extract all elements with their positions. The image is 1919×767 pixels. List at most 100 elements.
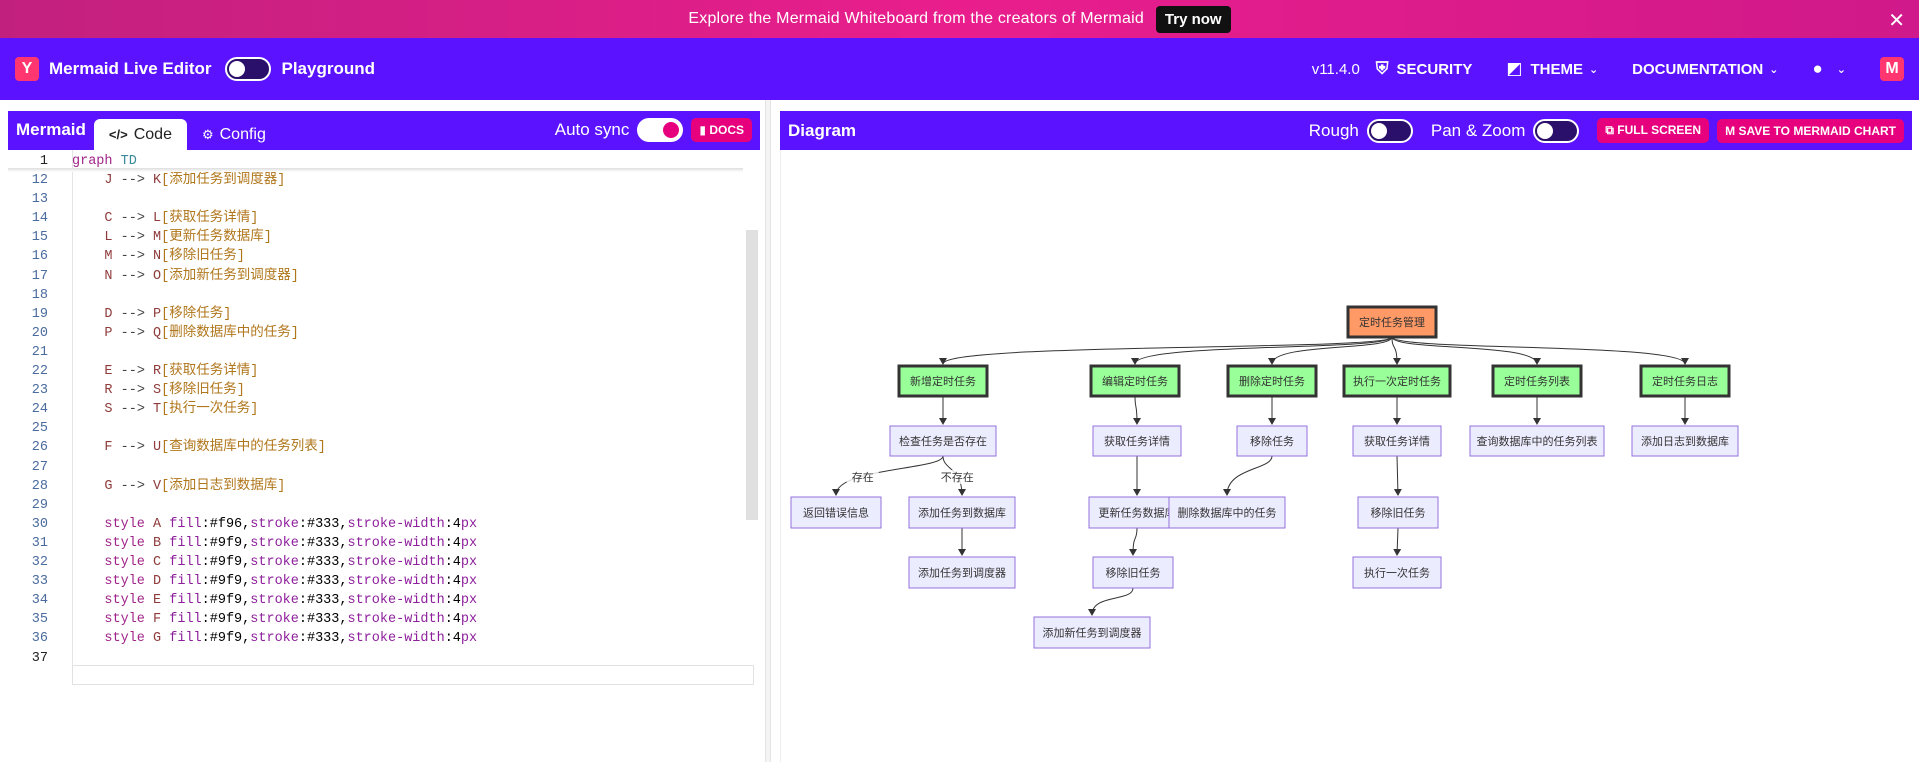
node-H-box [889,425,997,457]
code-line[interactable]: 30 style A fill:#f96,stroke:#333,stroke-… [8,515,743,534]
promo-banner: Explore the Mermaid Whiteboard from the … [0,0,1919,38]
docs-button[interactable]: ▮ DOCS [691,118,752,142]
code-line[interactable]: 13 [8,190,743,209]
code-line[interactable]: 22 E --> R[获取任务详情] [8,362,743,381]
save-to-mermaid-chart-button[interactable]: M SAVE TO MERMAID CHART [1717,118,1904,143]
pane-splitter[interactable] [765,100,771,762]
code-text: style F fill:#9f9,stroke:#333,stroke-wid… [104,612,478,628]
code-line[interactable]: 24 S --> T[执行一次任务] [8,400,743,419]
edge-H-I [832,455,944,496]
code-text: J --> K[添加任务到调度器] [104,173,286,188]
playground-toggle[interactable] [225,57,272,81]
line-number: 32 [31,555,48,570]
edge-label: 存在 [852,470,874,484]
save-label: SAVE TO MERMAID CHART [1738,123,1896,138]
code-line[interactable]: 29 [8,496,743,515]
code-line[interactable]: 37 [8,649,743,668]
code-text: N --> O[添加新任务到调度器] [104,268,299,284]
code-line[interactable]: 28 G --> V[添加日志到数据库] [8,477,743,496]
version-label: v11.4.0 [1311,60,1360,78]
code-line[interactable]: 23 R --> S[移除旧任务] [8,381,743,400]
chevron-down-icon: ⌄ [1769,63,1779,76]
code-line[interactable]: 33 style D fill:#9f9,stroke:#333,stroke-… [8,572,743,591]
code-line[interactable]: 20 P --> Q[删除数据库中的任务] [8,324,743,343]
code-line[interactable]: 35 style F fill:#9f9,stroke:#333,stroke-… [8,610,743,629]
node-L-box [1092,425,1182,457]
mermaid-chart-icon[interactable]: M [1880,57,1904,81]
flowchart-svg: 存在不存在定时任务管理新增定时任务编辑定时任务删除定时任务执行一次定时任务定时任… [790,305,1739,649]
edge-A-F [1391,336,1541,365]
line-number: 27 [31,459,48,475]
close-icon[interactable]: ✕ [1888,10,1905,32]
code-line[interactable]: 12 J --> K[添加任务到调度器] [8,171,743,190]
node-D-box [1226,364,1318,398]
code-line[interactable]: 21 [8,343,743,362]
autosync-toggle[interactable] [637,118,684,142]
rough-label: Rough [1308,120,1359,140]
line-number: 16 [31,249,48,265]
fullscreen-button[interactable]: ⧉ FULL SCREEN [1597,118,1710,143]
diagram-canvas[interactable]: 存在不存在定时任务管理新增定时任务编辑定时任务删除定时任务执行一次定时任务定时任… [780,150,1912,762]
app-title[interactable]: Mermaid Live Editor [49,59,212,78]
node-T-box [1352,556,1442,589]
code-line[interactable]: 31 style B fill:#9f9,stroke:#333,stroke-… [8,534,743,553]
line-number: 31 [31,535,48,551]
github-menu[interactable]: ● ⌄ [1813,59,1847,79]
edge-label-bg [941,470,974,484]
try-now-button[interactable]: Try now [1155,5,1231,33]
code-line[interactable]: 19 D --> P[移除任务] [8,305,743,324]
line-number: 28 [31,478,48,494]
top-nav: Y Mermaid Live Editor Playground v11.4.0… [0,38,1919,100]
node-U-label: 查询数据库中的任务列表 [1477,434,1598,448]
code-line[interactable]: 32 style C fill:#9f9,stroke:#333,stroke-… [8,553,743,572]
mermaid-chart-icon: M [1725,123,1739,138]
chevron-down-icon: ⌄ [1836,63,1846,76]
mermaid-logo-icon[interactable]: Y [15,57,39,81]
edge-A-G [1391,336,1689,365]
code-line[interactable]: 14 C --> L[获取任务详情] [8,209,743,228]
shield-icon: ⛨ [1375,59,1389,78]
code-text: R --> S[移除旧任务] [104,383,245,399]
code-line[interactable]: 25 [8,419,743,438]
code-line[interactable]: 36 style G fill:#9f9,stroke:#333,stroke-… [8,629,743,648]
documentation-menu[interactable]: DOCUMENTATION ⌄ [1632,61,1778,78]
code-line[interactable]: 18 [8,286,743,305]
code-text: E --> R[获取任务详情] [104,364,259,379]
code-line[interactable]: 34 style E fill:#9f9,stroke:#333,stroke-… [8,591,743,610]
tab-config[interactable]: ⚙ Config [187,119,281,150]
node-E-label: 执行一次定时任务 [1353,374,1441,388]
editor-scrollbar[interactable] [746,230,758,520]
github-icon: ● [1812,59,1823,78]
node-S-box [1357,496,1439,529]
code-line[interactable]: 27 [8,458,743,477]
code-text: style D fill:#9f9,stroke:#333,stroke-wid… [104,574,478,590]
tab-code[interactable]: </> Code [93,119,187,150]
code-line[interactable]: 17 N --> O[添加新任务到调度器] [8,267,743,286]
line-number: 26 [31,440,48,456]
line-number: 1 [39,154,48,169]
node-N-box [1092,556,1174,589]
code-text: style C fill:#9f9,stroke:#333,stroke-wid… [104,555,478,570]
node-H-label: 检查任务是否存在 [899,434,987,448]
autosync-label: Auto sync [554,120,630,139]
node-C-label: 编辑定时任务 [1102,374,1168,388]
node-Q-label: 删除数据库中的任务 [1178,506,1277,520]
security-link[interactable]: ⛨ SECURITY [1376,59,1473,79]
line-number: 22 [31,364,48,379]
code-text: style E fill:#9f9,stroke:#333,stroke-wid… [104,593,478,609]
node-N-label: 移除旧任务 [1106,566,1161,580]
code-text: M --> N[移除旧任务] [104,249,245,265]
panzoom-toggle[interactable] [1533,118,1580,143]
external-link-icon: ⧉ [1605,123,1618,137]
code-line[interactable]: 26 F --> U[查询数据库中的任务列表] [8,438,743,457]
code-line[interactable]: 15 L --> M[更新任务数据库] [8,228,743,247]
line-number: 13 [31,192,48,208]
code-line[interactable]: 16 M --> N[移除旧任务] [8,247,743,266]
rough-toggle[interactable] [1366,118,1413,143]
documentation-label: DOCUMENTATION [1632,60,1764,78]
theme-menu[interactable]: ◩ THEME ⌄ [1506,59,1598,79]
tab-config-label: Config [219,125,266,143]
banner-text: Explore the Mermaid Whiteboard from the … [688,10,1144,27]
